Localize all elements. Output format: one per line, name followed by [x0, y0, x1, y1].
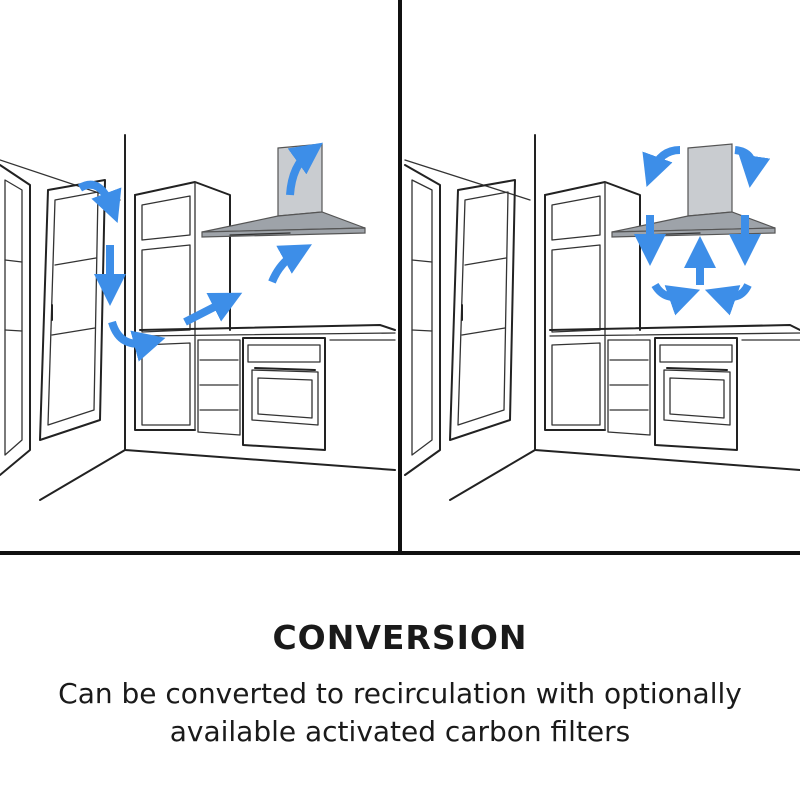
caption-title: CONVERSION [272, 618, 528, 657]
oven-right [654, 337, 738, 451]
right-kitchen-scene [404, 134, 800, 501]
open-door-right [449, 179, 516, 441]
tall-cabinet-unit-right [544, 181, 641, 431]
caption-description-line-2: available activated carbon filters [169, 715, 631, 748]
panel-divider-horizontal [0, 551, 800, 555]
exhaust-airflow-arrows [77, 142, 323, 362]
caption-block: CONVERSION Can be converted to recircula… [0, 615, 800, 751]
range-hood-left [201, 143, 366, 238]
caption-description-line-1: Can be converted to recirculation with o… [58, 677, 742, 710]
caption-description: Can be converted to recirculation with o… [0, 675, 800, 751]
panel-divider-vertical [398, 0, 402, 555]
left-kitchen-scene [0, 134, 396, 501]
tall-cabinet-unit [134, 181, 231, 431]
kitchen-illustration [0, 134, 800, 501]
oven-left [242, 337, 326, 451]
recirculation-airflow-arrows [634, 146, 771, 316]
open-door [39, 179, 106, 441]
